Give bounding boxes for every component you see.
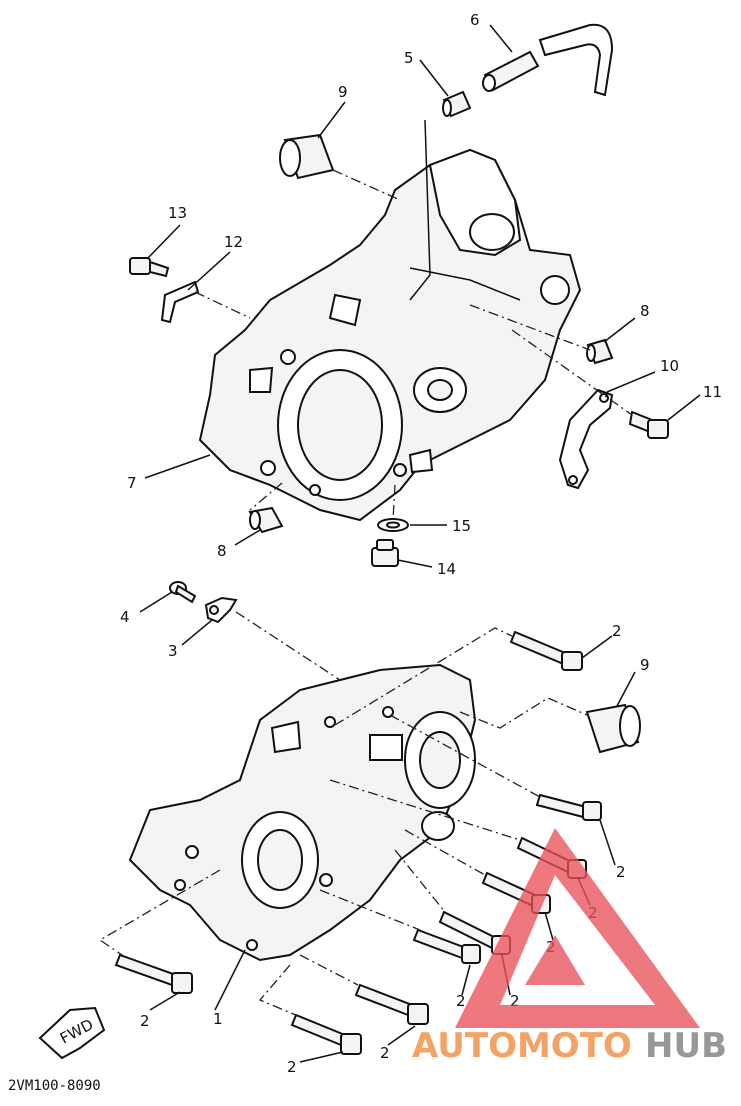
bearing-part-9-upper	[279, 133, 335, 180]
bolt-part-2-i	[290, 1013, 362, 1055]
screw-part-4	[169, 581, 197, 604]
dowel-pin-part-8-left	[248, 506, 284, 534]
callout-3: 3	[168, 642, 178, 660]
callout-15: 15	[452, 517, 471, 535]
callout-1: 1	[213, 1010, 223, 1028]
plate-part-10	[558, 388, 614, 490]
crankcase-left-half	[198, 148, 582, 522]
callout-13: 13	[168, 204, 187, 222]
callout-8-a: 8	[640, 302, 650, 320]
diagram-code: 2VM100-8090	[8, 1078, 101, 1094]
callout-5: 5	[404, 49, 414, 67]
bolt-part-2-h	[354, 983, 429, 1025]
bracket-part-12	[160, 280, 200, 324]
callout-2-b: 2	[616, 863, 626, 881]
callout-2-g: 2	[140, 1012, 150, 1030]
callout-2-i: 2	[287, 1058, 297, 1076]
gasket-part-15	[377, 518, 409, 532]
callout-11: 11	[703, 383, 722, 401]
watermark-text-hub: HUB	[645, 1026, 727, 1066]
callout-6: 6	[470, 11, 480, 29]
callout-2-e: 2	[510, 992, 520, 1010]
bolt-part-2-a	[509, 630, 583, 671]
dowel-pin-part-8-right	[586, 338, 614, 365]
watermark-text-automoto: AUTOMOTO	[412, 1026, 632, 1066]
callout-9-b: 9	[640, 656, 650, 674]
watermark-logo-triangle	[455, 828, 700, 1028]
bolt-part-2-g	[114, 953, 193, 994]
hose-part-6	[482, 23, 614, 97]
automotohub-watermark: AUTOMOTO HUB	[412, 828, 727, 1066]
crankcase-right-half	[128, 663, 477, 962]
bolt-part-13	[129, 257, 170, 278]
callout-2-f: 2	[456, 992, 466, 1010]
fwd-arrow: FWD	[38, 1006, 106, 1060]
callout-10: 10	[660, 357, 679, 375]
callout-labels: 1 2 2 2 2 2 2 2 2 2 3 4 5 6 7 8 8 9 9 10…	[120, 11, 722, 1076]
callout-8-b: 8	[217, 542, 227, 560]
callout-14: 14	[437, 560, 456, 578]
callout-9-a: 9	[338, 83, 348, 101]
callout-2-a: 2	[612, 622, 622, 640]
assembly-lines	[98, 119, 633, 1017]
leader-lines	[139, 24, 701, 1063]
callout-7: 7	[127, 474, 137, 492]
drain-plug-part-14	[371, 539, 399, 567]
bolt-part-11	[628, 410, 669, 439]
callout-2-h: 2	[380, 1044, 390, 1062]
bolt-part-2-f	[412, 928, 481, 964]
holder-part-3	[204, 596, 238, 624]
bearing-part-9-lower	[585, 703, 641, 754]
callout-4: 4	[120, 608, 130, 626]
nipple-part-5	[442, 90, 472, 118]
callout-12: 12	[224, 233, 243, 251]
bolt-part-2-b	[535, 793, 602, 821]
